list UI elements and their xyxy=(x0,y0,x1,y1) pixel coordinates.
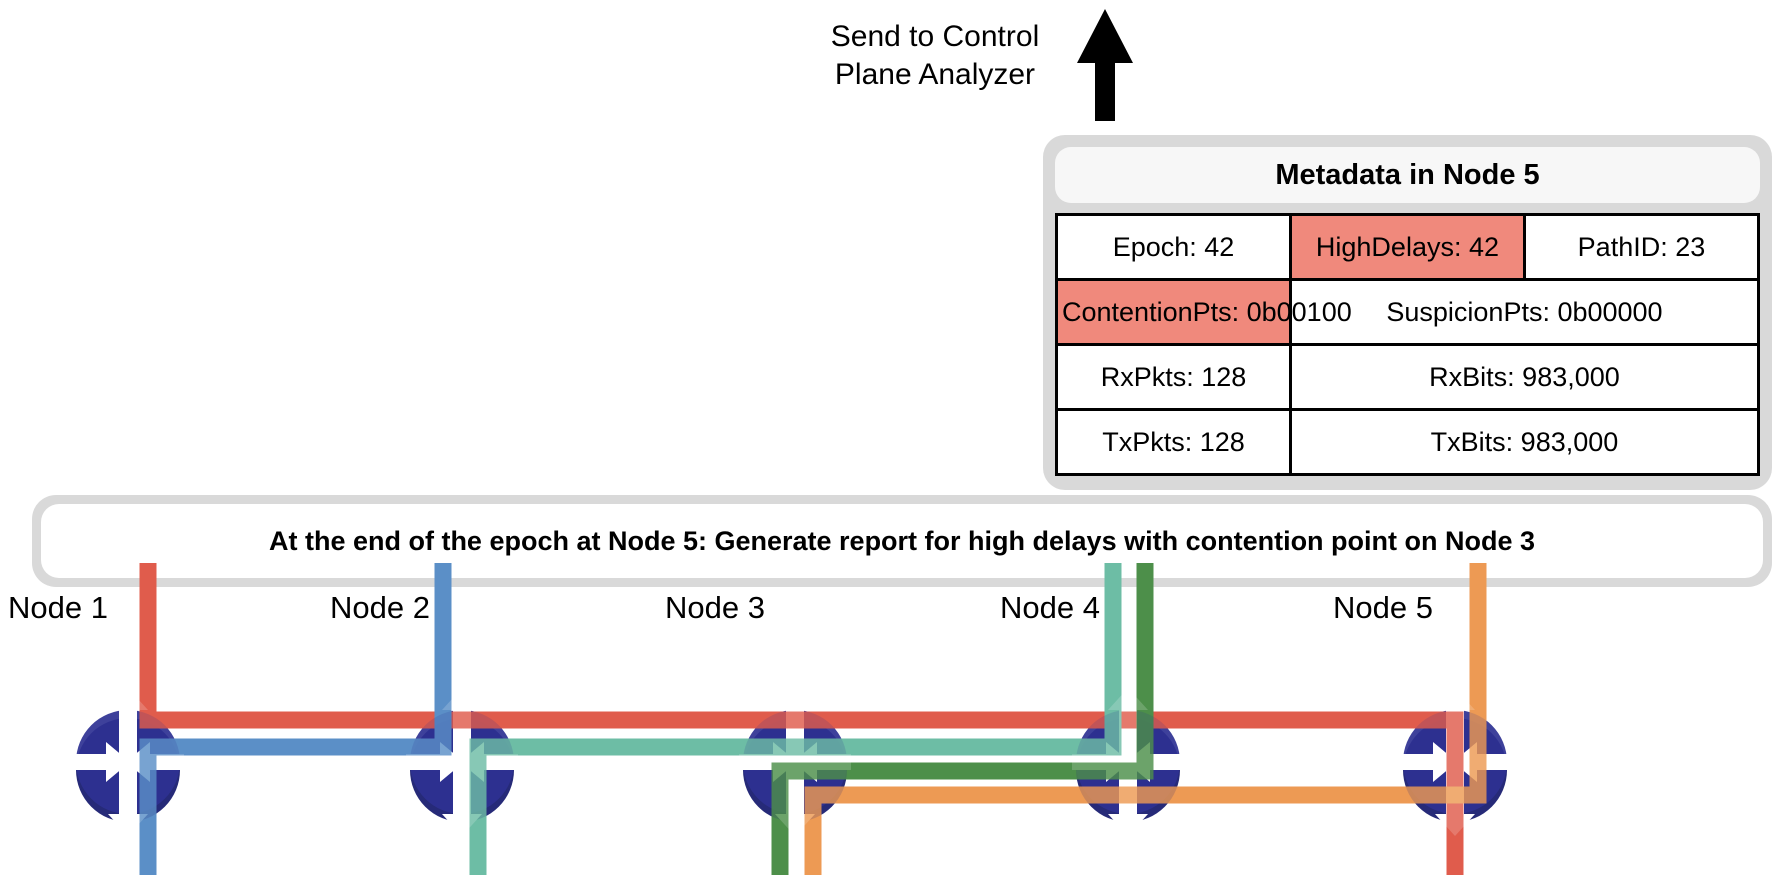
node-1-arrows xyxy=(72,688,184,836)
node-1[interactable] xyxy=(72,688,184,836)
metadata-panel: Metadata in Node 5 Epoch: 42 HighDelays:… xyxy=(1043,135,1772,490)
node-2-label: Node 2 xyxy=(330,590,430,625)
node-3-arrows xyxy=(739,688,851,836)
node-4-label: Node 4 xyxy=(1000,590,1100,625)
txbits-cell: TxBits: 983,000 xyxy=(1288,408,1761,476)
contentionpts-cell: ContentionPts: 0b00100 xyxy=(1055,278,1352,346)
suspicionpts-cell: SuspicionPts: 0b00000 xyxy=(1288,278,1761,346)
node-4[interactable] xyxy=(1072,688,1184,836)
table-row: Epoch: 42 HighDelays: 42 PathID: 23 xyxy=(1055,213,1761,281)
node-2-arrows xyxy=(406,688,518,836)
rxbits-cell: RxBits: 983,000 xyxy=(1288,343,1761,411)
report-banner: At the end of the epoch at Node 5: Gener… xyxy=(32,495,1772,587)
node-2[interactable] xyxy=(406,688,518,836)
metadata-panel-title: Metadata in Node 5 xyxy=(1055,147,1760,203)
table-row: RxPkts: 128 RxBits: 983,000 xyxy=(1055,343,1761,411)
send-to-control-plane-label: Send to Control Plane Analyzer xyxy=(830,20,1040,92)
report-banner-text: At the end of the epoch at Node 5: Gener… xyxy=(41,504,1763,578)
node-3[interactable] xyxy=(739,688,851,836)
epoch-cell: Epoch: 42 xyxy=(1055,213,1292,281)
metadata-table: Epoch: 42 HighDelays: 42 PathID: 23 Cont… xyxy=(1055,213,1761,476)
node-5-arrows xyxy=(1399,688,1511,836)
table-row: TxPkts: 128 TxBits: 983,000 xyxy=(1055,408,1761,476)
pathid-cell: PathID: 23 xyxy=(1522,213,1761,281)
rxpkts-cell: RxPkts: 128 xyxy=(1055,343,1292,411)
arrow-up-icon xyxy=(1077,9,1133,121)
highdelays-cell: HighDelays: 42 xyxy=(1288,213,1526,281)
txpkts-cell: TxPkts: 128 xyxy=(1055,408,1292,476)
node-4-arrows xyxy=(1072,688,1184,836)
node-5-label: Node 5 xyxy=(1333,590,1433,625)
node-5[interactable] xyxy=(1399,688,1511,836)
node-1-label: Node 1 xyxy=(8,590,108,625)
table-row: ContentionPts: 0b00100 SuspicionPts: 0b0… xyxy=(1055,278,1761,346)
node-3-label: Node 3 xyxy=(665,590,765,625)
